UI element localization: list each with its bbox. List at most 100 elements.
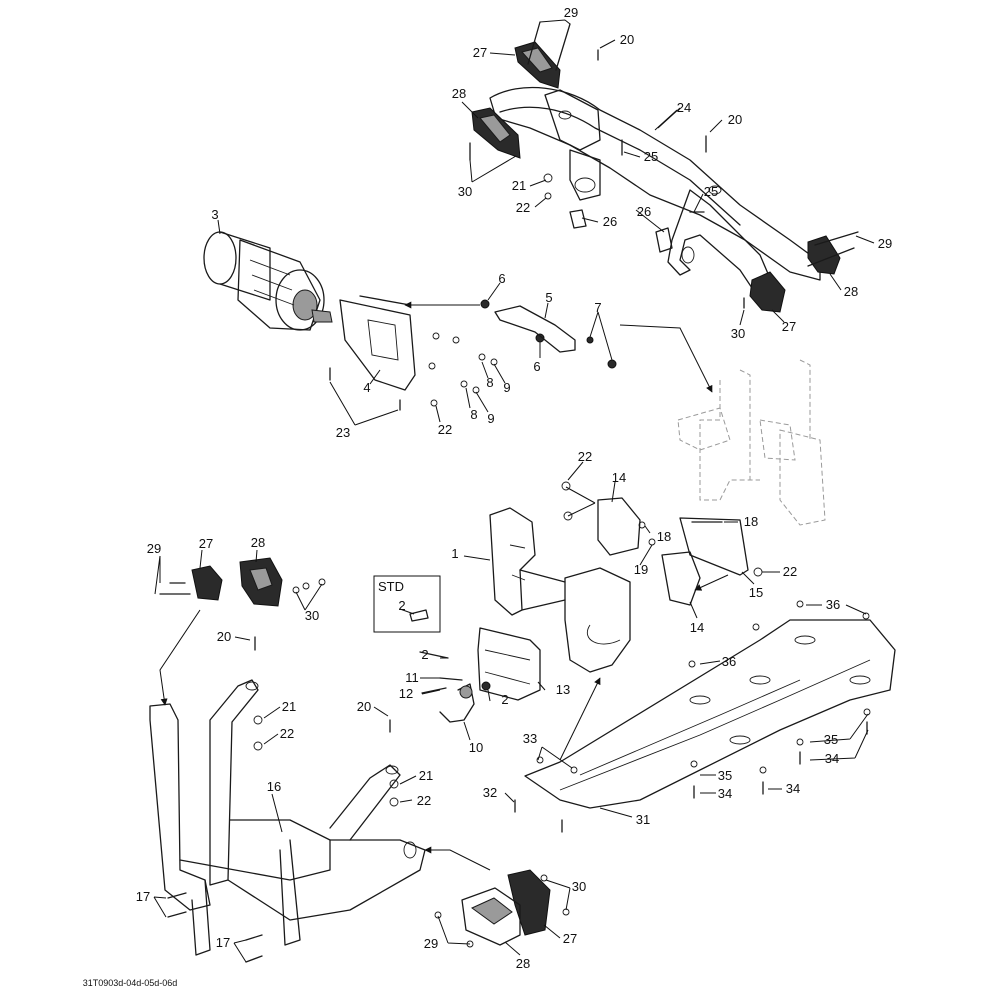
callout-22d: 22 [783,564,797,579]
callout-5: 5 [545,290,552,305]
callout-29a: 29 [564,5,578,20]
callout-6a: 6 [498,271,505,286]
callout-24: 24 [677,100,691,115]
callout-27b: 27 [782,319,796,334]
callout-29b: 29 [878,236,892,251]
lower-right-bracket-28 [461,887,521,946]
callout-19: 19 [634,562,648,577]
callout-27a: 27 [473,45,487,60]
upper-left-bracket-28 [471,107,521,159]
callout-22b: 22 [438,422,452,437]
callout-30c: 30 [305,608,319,623]
callout-33: 33 [523,731,537,746]
lower-hardware [159,578,570,963]
callout-22a: 22 [516,200,530,215]
callout-14a: 14 [612,470,626,485]
callout-18a: 18 [744,514,758,529]
upper-right-bracket-28 [807,235,841,275]
callout-7: 7 [594,300,601,315]
callout-14b: 14 [690,620,704,635]
callout-11: 11 [405,670,419,685]
callout-29d: 29 [424,936,438,951]
callout-34a: 34 [718,786,732,801]
callout-8b: 8 [470,407,477,422]
callout-30a: 30 [458,184,472,199]
leader-lines [153,19,875,963]
callout-34c: 34 [825,751,839,766]
callout-28b: 28 [844,284,858,299]
callout-26a: 26 [603,214,617,229]
mount-bracket-13 [477,627,541,701]
callout-28c: 28 [251,535,265,550]
callout-22c: 22 [578,449,592,464]
callout-20a: 20 [620,32,634,47]
winch-mount-plate [339,295,416,391]
flow-arrows [159,301,729,871]
upper-hardware [469,21,859,309]
callout-31: 31 [636,812,650,827]
brackets-14-15 [561,481,763,606]
callout-21c: 21 [419,768,433,783]
callout-36b: 36 [826,597,840,612]
callout-28a: 28 [452,86,466,101]
callout-20b: 20 [728,112,742,127]
callout-17a: 17 [136,889,150,904]
callout-25b: 25 [704,184,718,199]
callout-3: 3 [211,207,218,222]
callout-23: 23 [336,425,350,440]
vehicle-frame-reference [677,359,826,526]
callout-27d: 27 [563,931,577,946]
callout-6b: 6 [533,359,540,374]
callout-26b: 26 [637,204,651,219]
callout-20c: 20 [217,629,231,644]
callout-21a: 21 [512,178,526,193]
winch-hardware [329,299,545,411]
upper-right-bracket-27 [749,271,786,313]
lower-left-bracket-28 [239,557,283,607]
callout-30b: 30 [731,326,745,341]
std-box: STD [373,575,441,633]
lower-left-bracket-27 [191,565,223,601]
callout-20d: 20 [357,699,371,714]
callout-2b: 2 [501,692,508,707]
callout-2a: 2 [421,647,428,662]
fairlead-bracket-5 [494,305,617,369]
callout-35a: 35 [718,768,732,783]
callout-34b: 34 [786,781,800,796]
document-code: 31T0903d-04d-05d-06d [83,978,178,988]
upper-left-bracket-27 [514,41,561,89]
callout-1: 1 [451,546,458,561]
callout-16: 16 [267,779,281,794]
callout-9b: 9 [487,411,494,426]
callout-29c: 29 [147,541,161,556]
callout-28d: 28 [516,956,530,971]
callout-22f: 22 [417,793,431,808]
callout-21b: 21 [282,699,296,714]
callout-15: 15 [749,585,763,600]
tow-hook-10 [439,683,475,723]
callout-36a: 36 [722,654,736,669]
callout-17b: 17 [216,935,230,950]
lower-right-bracket-27 [507,869,551,936]
upper-frame-assembly [489,86,821,301]
callout-12: 12 [399,686,413,701]
winch-assembly [203,231,333,331]
std-box-title: STD [378,579,404,594]
callout-30d: 30 [572,879,586,894]
callout-10: 10 [469,740,483,755]
callout-18b: 18 [657,529,671,544]
callout-labels: 1 2 2 2 3 4 5 6 6 7 8 8 9 9 10 11 12 13 … [136,5,892,971]
callout-35b: 35 [824,732,838,747]
callout-13: 13 [556,682,570,697]
callout-8a: 8 [486,375,493,390]
callout-22e: 22 [280,726,294,741]
skid-plate-31 [514,600,896,833]
callout-2-std: 2 [398,598,405,613]
callout-27c: 27 [199,536,213,551]
callout-4: 4 [363,380,370,395]
callout-32: 32 [483,785,497,800]
callout-25a: 25 [644,149,658,164]
lower-bumper-frame-16 [149,679,426,956]
front-bumper-guard-1 [489,507,631,673]
